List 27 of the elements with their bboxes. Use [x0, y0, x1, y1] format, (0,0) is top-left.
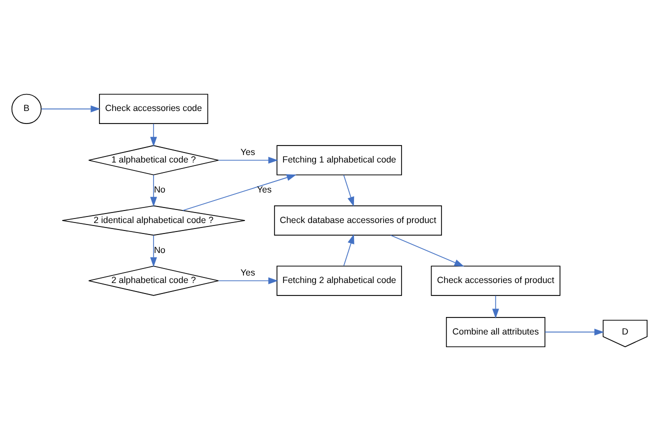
node-box: Check database accessories of product: [274, 205, 442, 236]
edge-label: Yes: [257, 184, 272, 195]
arrow: [218, 277, 278, 284]
arrow: [343, 234, 354, 266]
arrow: [218, 156, 278, 164]
arrow: [544, 328, 604, 336]
edge-label: Yes: [240, 268, 256, 278]
edge-label: No: [154, 184, 166, 195]
arrow: [492, 295, 500, 319]
node-box: Combine all attributes: [446, 317, 546, 348]
arrow: [150, 123, 157, 147]
node-diamond: 2 alphabetical code ?: [88, 266, 219, 296]
edge-label: No: [154, 244, 166, 255]
arrow: [41, 106, 100, 112]
node-box: Fetching 1 alphabetical code: [276, 145, 402, 176]
node-diamond: 2 identical alphabetical code ?: [62, 205, 246, 236]
edge-label: Yes: [240, 147, 256, 158]
arrow: [182, 174, 296, 211]
arrow: [150, 234, 157, 267]
arrow: [150, 174, 157, 207]
node-box: Check accessories code: [99, 94, 208, 124]
node-box: Fetching 2 alphabetical code: [276, 266, 402, 296]
arrow: [390, 234, 464, 267]
node-box: Check accessories of product: [430, 266, 560, 296]
arrow: [343, 174, 354, 207]
node-diamond: 1 alphabetical code ?: [88, 145, 219, 176]
node-circle: B: [11, 94, 42, 124]
